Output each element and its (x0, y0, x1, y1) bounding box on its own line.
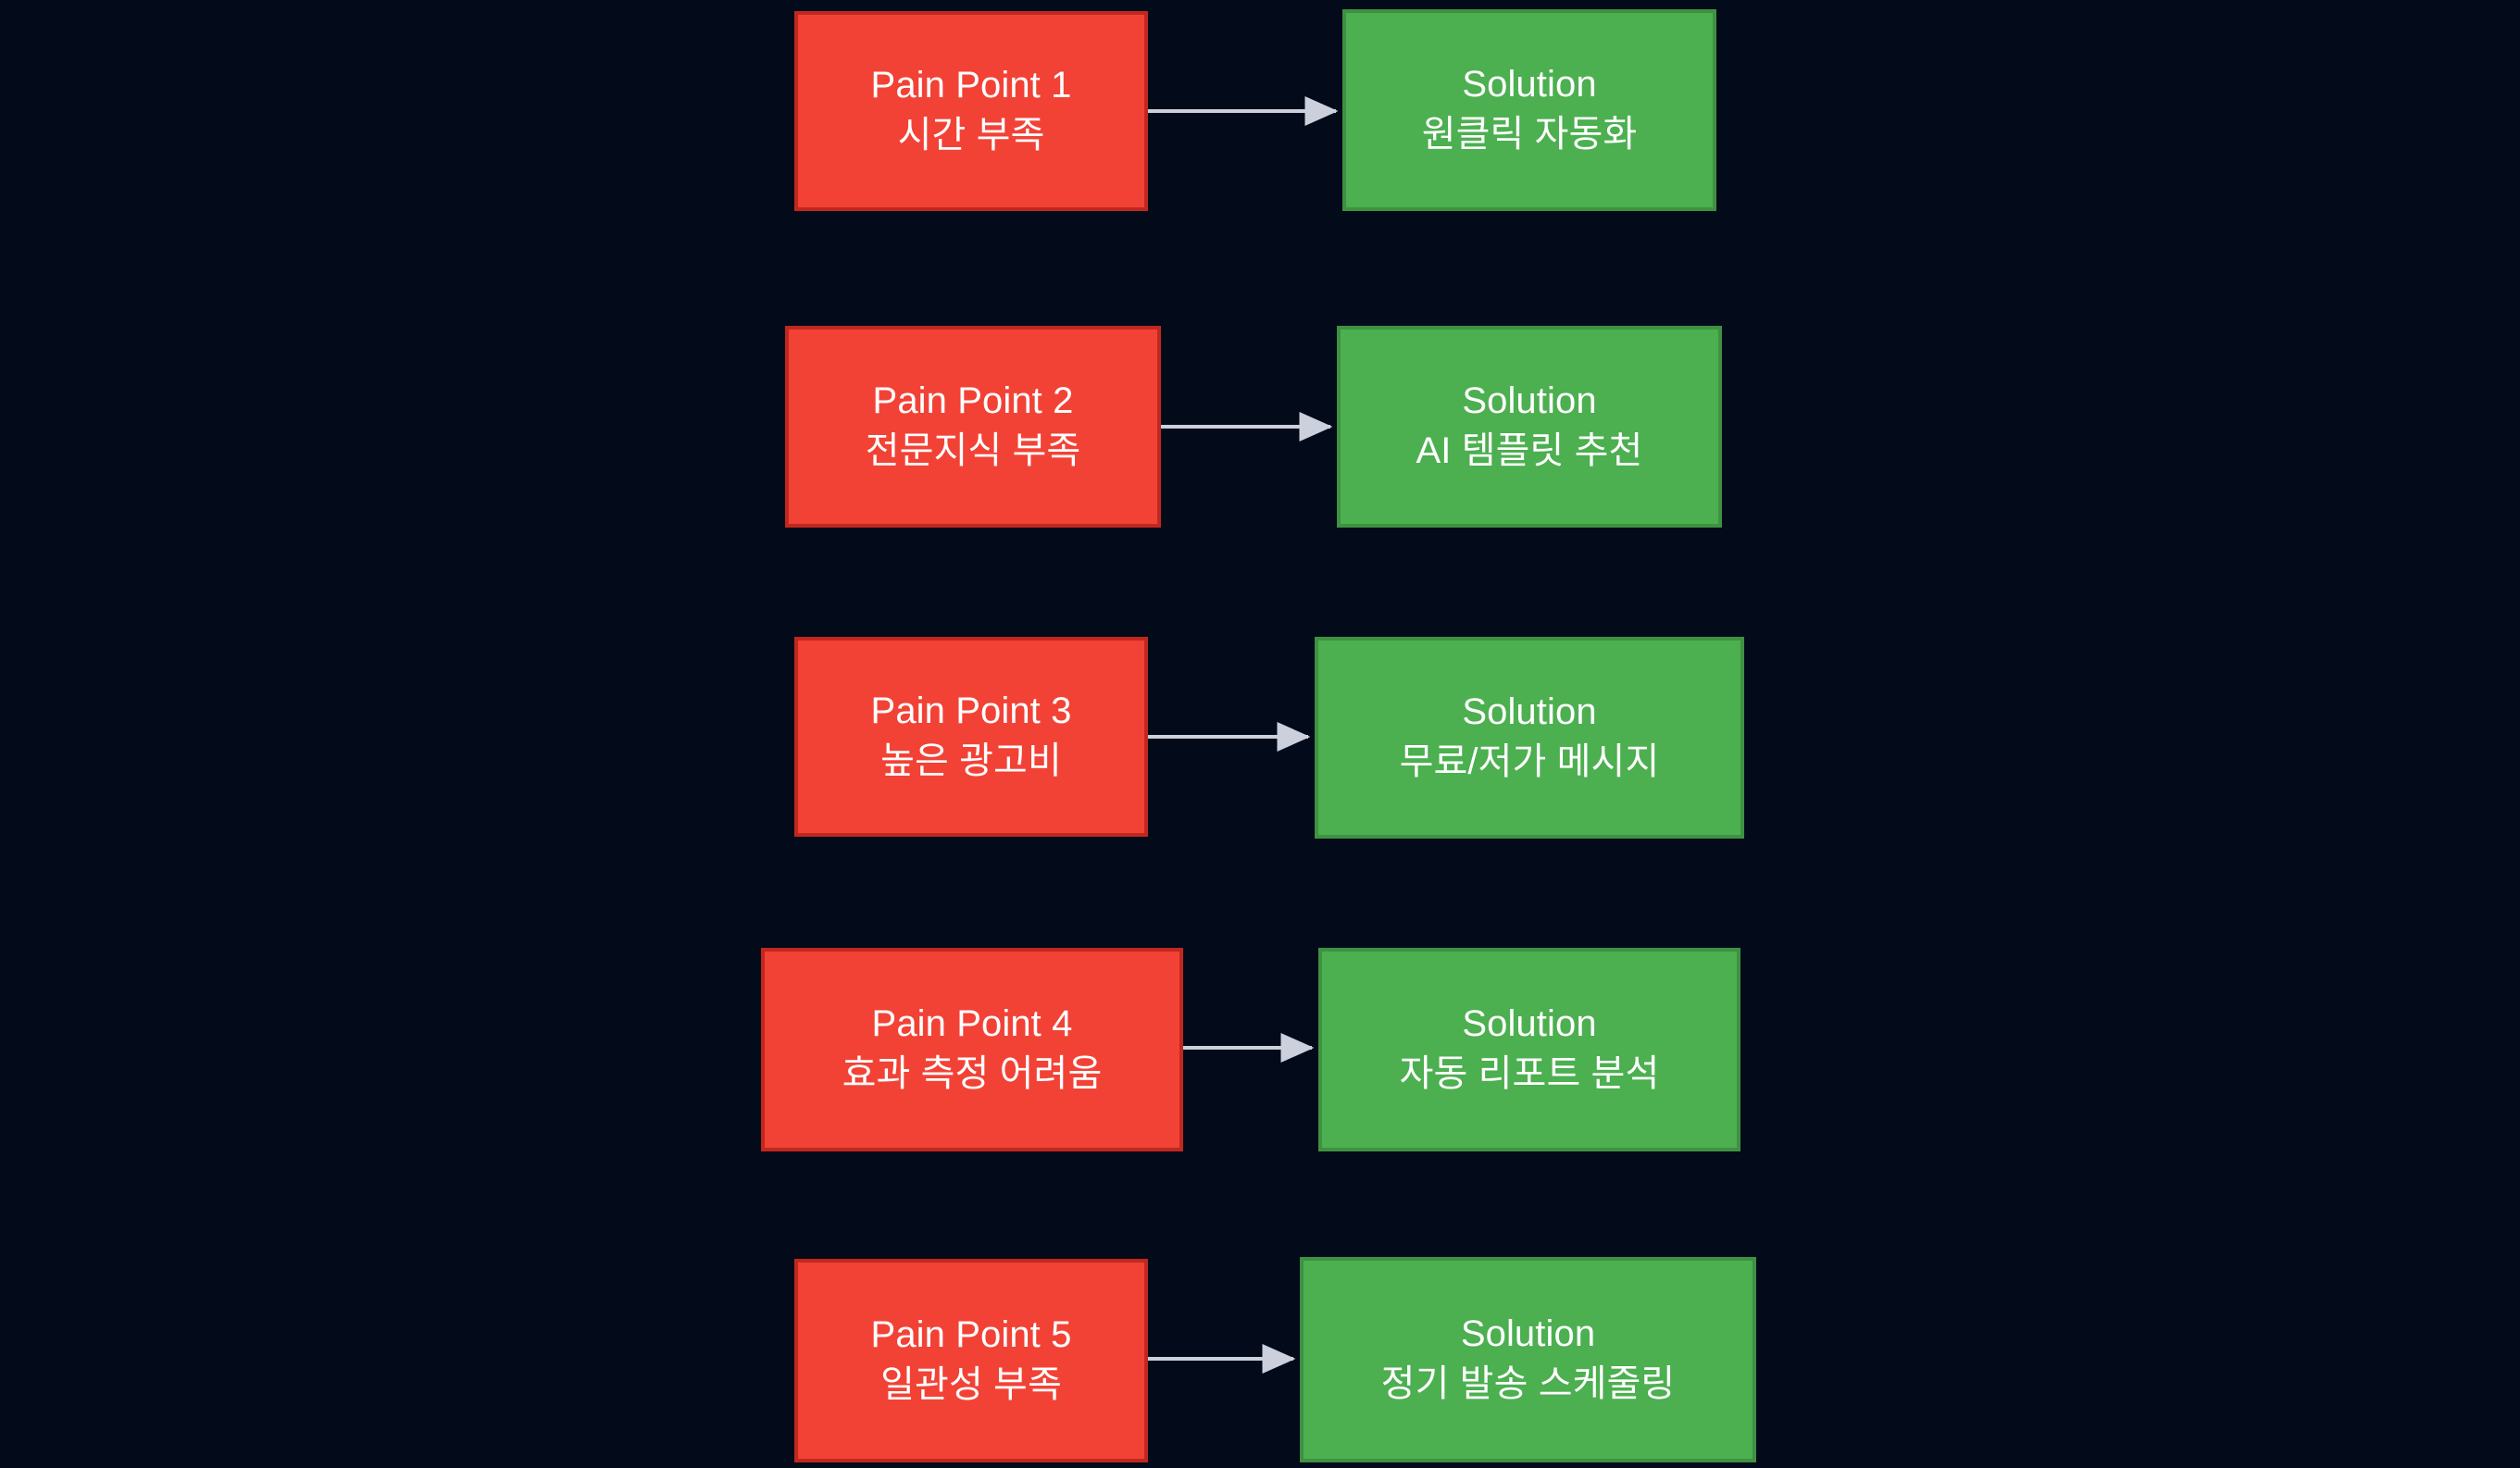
solution-node-5[interactable]: Solution 정기 발송 스케줄링 (1300, 1257, 1756, 1462)
solution-node-4[interactable]: Solution 자동 리포트 분석 (1318, 948, 1740, 1151)
solution-node-2-detail: AI 템플릿 추천 (1416, 430, 1643, 471)
pain-point-node-4[interactable]: Pain Point 4 효과 측정 어려움 (761, 948, 1183, 1151)
pain-point-node-5[interactable]: Pain Point 5 일관성 부족 (794, 1259, 1148, 1462)
pain-point-node-3[interactable]: Pain Point 3 높은 광고비 (794, 637, 1148, 837)
solution-node-5-title: Solution (1460, 1313, 1596, 1355)
pain-point-node-5-detail: 일관성 부족 (880, 1364, 1062, 1405)
solution-node-1[interactable]: Solution 원클릭 자동화 (1342, 9, 1716, 211)
solution-node-3-title: Solution (1462, 691, 1597, 733)
solution-node-3-detail: 무료/저가 메시지 (1399, 741, 1660, 782)
solution-node-3[interactable]: Solution 무료/저가 메시지 (1315, 637, 1744, 839)
pain-point-node-4-title: Pain Point 4 (871, 1003, 1073, 1045)
pain-point-node-1-detail: 시간 부족 (897, 115, 1045, 156)
solution-node-5-detail: 정기 발송 스케줄링 (1380, 1363, 1676, 1404)
pain-point-node-2-title: Pain Point 2 (872, 380, 1074, 422)
pain-point-node-1[interactable]: Pain Point 1 시간 부족 (794, 11, 1148, 211)
pain-point-node-2-detail: 전문지식 부족 (865, 430, 1081, 471)
pain-point-node-3-title: Pain Point 3 (870, 690, 1072, 732)
pain-point-node-1-title: Pain Point 1 (870, 65, 1072, 106)
solution-node-2-title: Solution (1462, 380, 1597, 422)
solution-node-2[interactable]: Solution AI 템플릿 추천 (1337, 326, 1722, 528)
solution-node-4-title: Solution (1462, 1003, 1597, 1045)
solution-node-1-title: Solution (1462, 64, 1597, 106)
solution-node-1-detail: 원클릭 자동화 (1421, 114, 1638, 155)
solution-node-4-detail: 자동 리포트 분석 (1399, 1053, 1660, 1094)
pain-point-node-4-detail: 효과 측정 어려움 (842, 1053, 1103, 1094)
pain-point-node-3-detail: 높은 광고비 (880, 740, 1062, 781)
pain-point-node-2[interactable]: Pain Point 2 전문지식 부족 (785, 326, 1161, 528)
pain-point-node-5-title: Pain Point 5 (870, 1314, 1072, 1356)
